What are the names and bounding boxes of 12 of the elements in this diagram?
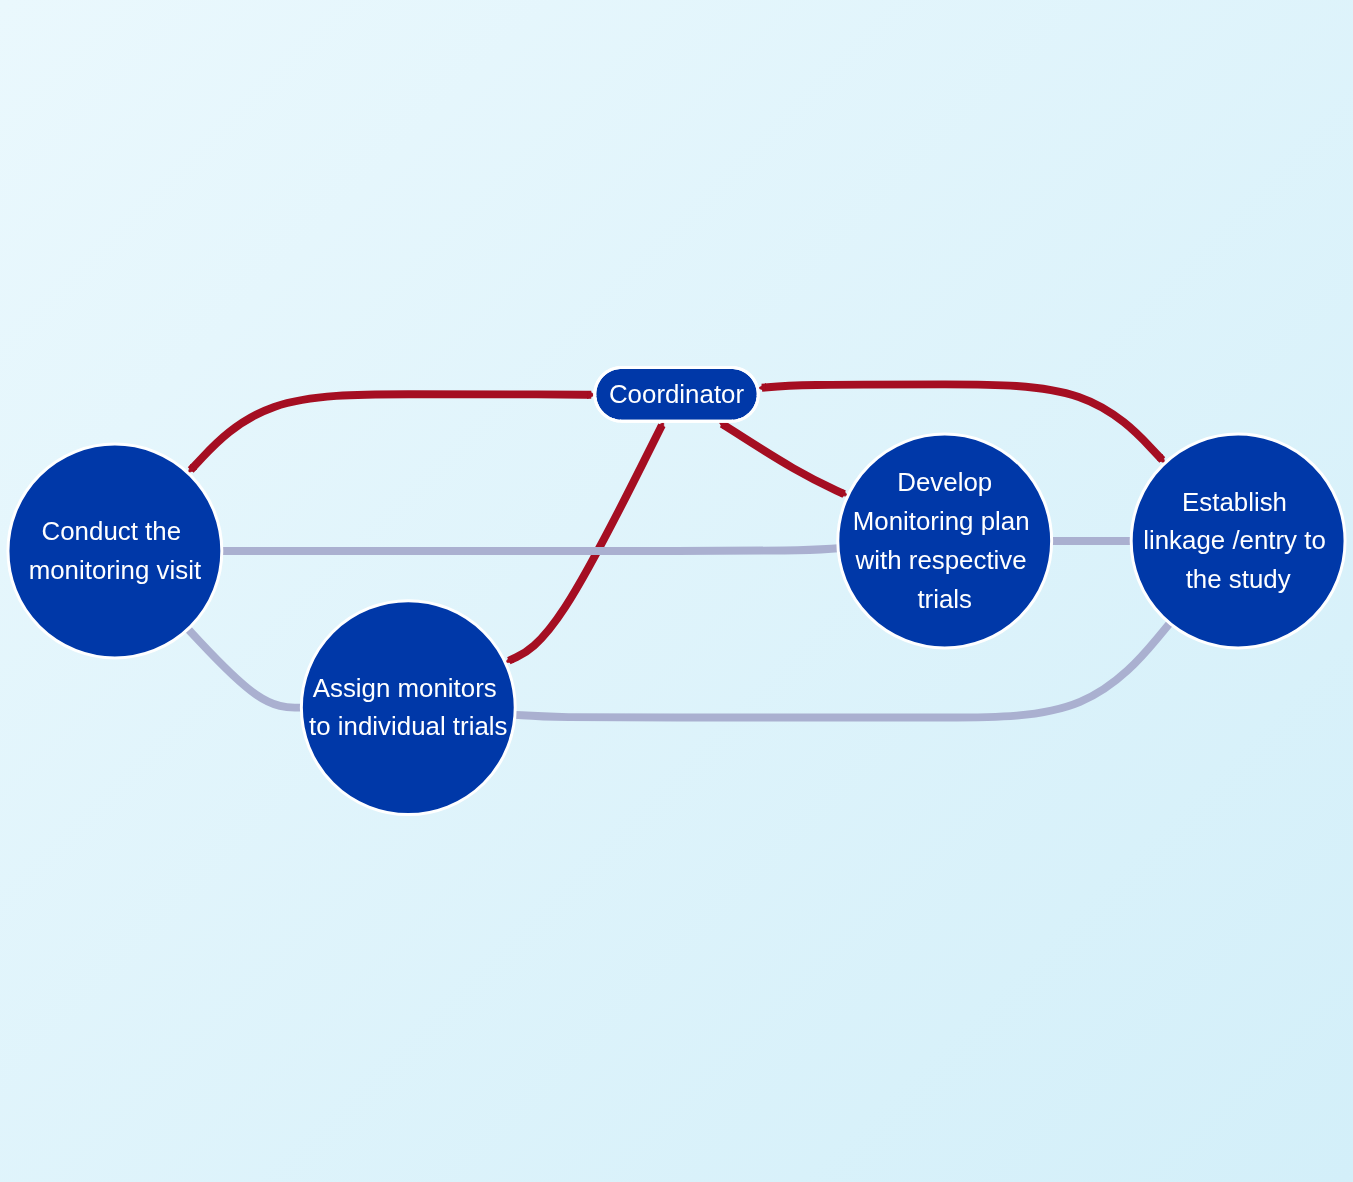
node-circle: Develop Monitoring plan with respective trials: [836, 432, 1054, 650]
arrow: [757, 380, 1166, 464]
connector: [1051, 537, 1132, 545]
node-circle: Assign monitors to individual trials: [299, 599, 517, 817]
node-circle: Establish linkage /entry to the study: [1129, 432, 1347, 650]
connector: [221, 544, 839, 555]
arrow: [187, 390, 596, 474]
connector: [514, 620, 1173, 722]
node-circle: Conduct the monitoring visit: [6, 442, 224, 660]
arrow: [505, 421, 666, 665]
connector: [185, 626, 302, 712]
arrow: [718, 420, 849, 498]
